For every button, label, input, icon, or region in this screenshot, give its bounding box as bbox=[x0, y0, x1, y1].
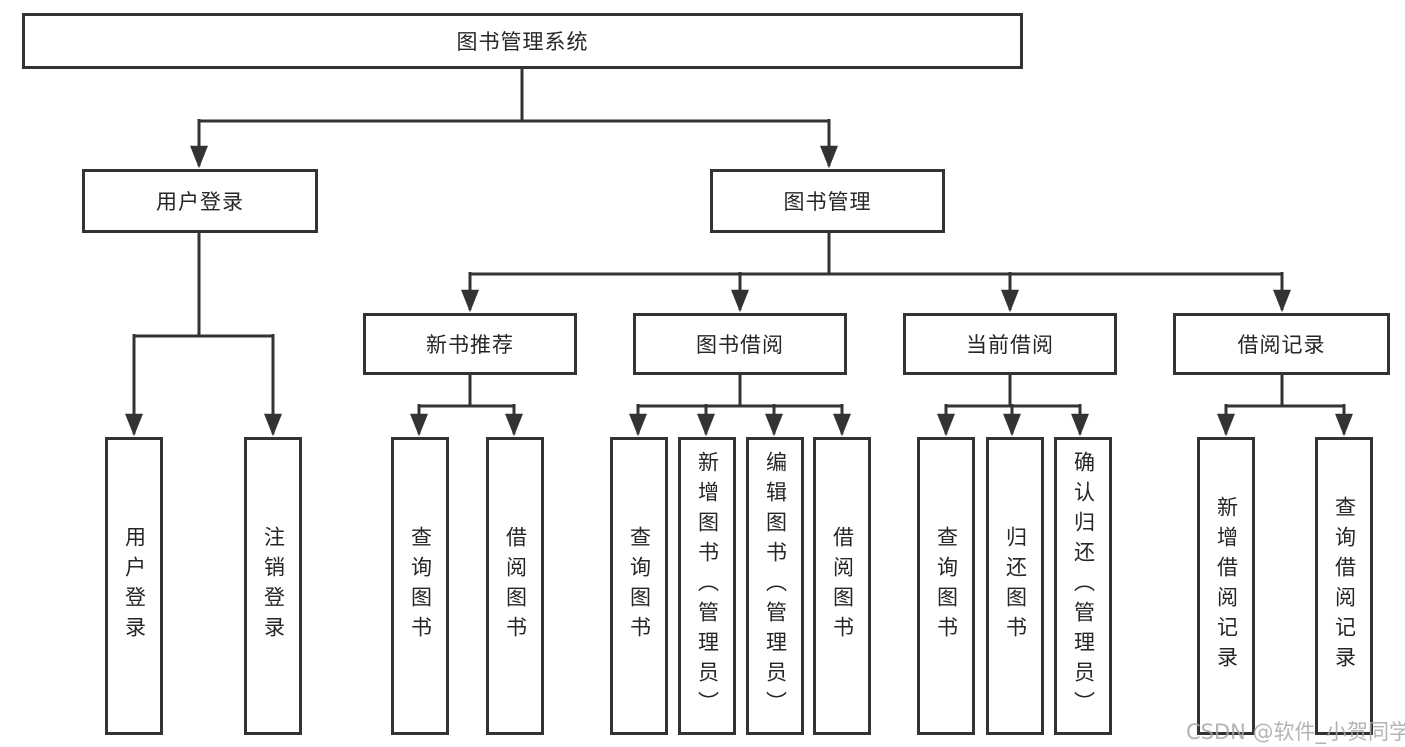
leaf-borrow-book-under-book-borrow: 借阅图书 bbox=[813, 437, 871, 735]
node-borrow-records: 借阅记录 bbox=[1173, 313, 1390, 375]
leaf-query-book-under-new-book: 查询图书 bbox=[391, 437, 449, 735]
leaf-label: 编辑图书（管理员） bbox=[763, 451, 788, 721]
node-root-system: 图书管理系统 bbox=[22, 13, 1023, 69]
node-label: 图书管理 bbox=[783, 190, 872, 214]
node-label: 图书管理系统 bbox=[456, 30, 589, 54]
leaf-label: 用户登录 bbox=[122, 526, 147, 646]
leaf-query-borrow-record: 查询借阅记录 bbox=[1315, 437, 1373, 735]
leaf-label: 新增图书（管理员） bbox=[695, 451, 720, 721]
node-label: 用户登录 bbox=[156, 190, 244, 214]
leaf-label: 注销登录 bbox=[261, 526, 286, 646]
leaf-logout: 注销登录 bbox=[244, 437, 302, 735]
node-label: 新书推荐 bbox=[426, 333, 514, 357]
leaf-borrow-book-under-new-book: 借阅图书 bbox=[486, 437, 544, 735]
leaf-return-book: 归还图书 bbox=[986, 437, 1044, 735]
leaf-label: 确认归还（管理员） bbox=[1071, 451, 1096, 721]
node-label: 图书借阅 bbox=[696, 333, 784, 357]
leaf-confirm-return-admin: 确认归还（管理员） bbox=[1054, 437, 1112, 735]
node-book-management: 图书管理 bbox=[710, 169, 945, 233]
node-label: 当前借阅 bbox=[966, 333, 1054, 357]
leaf-edit-book-admin: 编辑图书（管理员） bbox=[746, 437, 804, 735]
leaf-label: 归还图书 bbox=[1003, 526, 1028, 646]
leaf-query-book-under-book-borrow: 查询图书 bbox=[610, 437, 668, 735]
leaf-label: 新增借阅记录 bbox=[1214, 496, 1239, 676]
leaf-label: 查询借阅记录 bbox=[1332, 496, 1357, 676]
leaf-query-book-under-current-borrow: 查询图书 bbox=[917, 437, 975, 735]
leaf-label: 查询图书 bbox=[408, 526, 433, 646]
leaf-label: 查询图书 bbox=[934, 526, 959, 646]
node-new-book-recommend: 新书推荐 bbox=[363, 313, 577, 375]
node-current-borrow: 当前借阅 bbox=[903, 313, 1117, 375]
node-label: 借阅记录 bbox=[1237, 333, 1326, 357]
leaf-user-login: 用户登录 bbox=[105, 437, 163, 735]
leaf-label: 借阅图书 bbox=[503, 526, 528, 646]
leaf-add-book-admin: 新增图书（管理员） bbox=[678, 437, 736, 735]
leaf-label: 借阅图书 bbox=[830, 526, 855, 646]
leaf-add-borrow-record: 新增借阅记录 bbox=[1197, 437, 1255, 735]
csdn-watermark: CSDN @软件_小贺同学 bbox=[1186, 720, 1405, 744]
node-user-login: 用户登录 bbox=[82, 169, 318, 233]
leaf-label: 查询图书 bbox=[627, 526, 652, 646]
node-book-borrow: 图书借阅 bbox=[633, 313, 847, 375]
